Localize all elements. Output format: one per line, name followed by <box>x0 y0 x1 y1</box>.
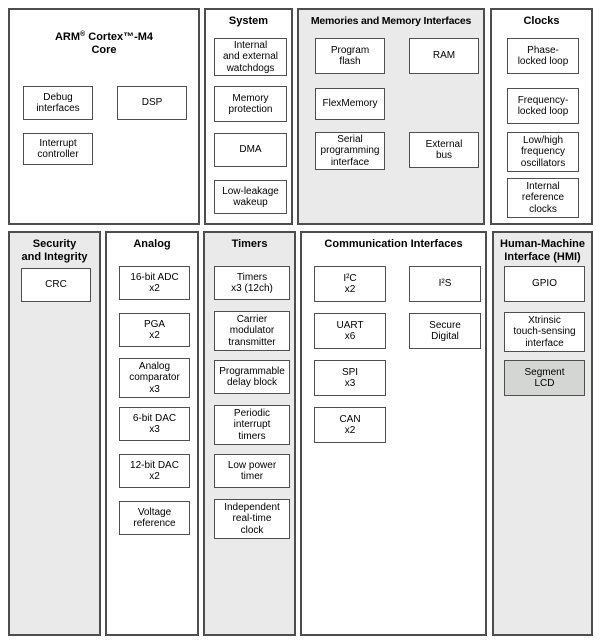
block-serial-programming-interface: Serial programming interface <box>315 132 385 170</box>
section-system: System Internal and external watchdogs M… <box>204 8 293 225</box>
block-crc: CRC <box>21 268 91 302</box>
communication-title: Communication Interfaces <box>324 238 463 250</box>
section-timers: Timers Timers x3 (12ch) Carrier modulato… <box>203 231 296 636</box>
section-arm-core: ARM® Cortex™-M4 Core Debug interfaces DS… <box>8 8 200 225</box>
block-external-bus: External bus <box>409 132 479 168</box>
block-watchdogs: Internal and external watchdogs <box>214 38 287 76</box>
hmi-title: Human-Machine Interface (HMI) <box>500 238 585 263</box>
block-6bit-dac: 6-bit DAC x3 <box>119 407 190 441</box>
clocks-title: Clocks <box>523 15 560 27</box>
block-can: CAN x2 <box>314 407 386 443</box>
block-periodic-interrupt-timers: Periodic interrupt timers <box>214 405 290 445</box>
block-independent-rtc: Independent real-time clock <box>214 499 290 539</box>
arm-core-title-text: ARM <box>54 31 81 43</box>
timers-title: Timers <box>231 238 268 250</box>
block-internal-reference-clocks: Internal reference clocks <box>507 178 579 218</box>
block-analog-comparator: Analog comparator x3 <box>119 358 190 398</box>
block-phase-locked-loop: Phase- locked loop <box>507 38 579 74</box>
block-programmable-delay-block: Programmable delay block <box>214 360 290 394</box>
block-xtrinsic-touch-sensing: Xtrinsic touch-sensing interface <box>504 312 585 352</box>
system-title: System <box>228 15 269 27</box>
section-communication: Communication Interfaces I²C x2 I²S UART… <box>300 231 487 636</box>
block-voltage-reference: Voltage reference <box>119 501 190 535</box>
block-16bit-adc: 16-bit ADC x2 <box>119 266 190 300</box>
section-hmi: Human-Machine Interface (HMI) GPIO Xtrin… <box>492 231 593 636</box>
block-low-power-timer: Low power timer <box>214 454 290 488</box>
block-program-flash: Program flash <box>315 38 385 74</box>
block-timers: Timers x3 (12ch) <box>214 266 290 300</box>
block-flexmemory: FlexMemory <box>315 88 385 120</box>
block-dma: DMA <box>214 133 287 167</box>
block-ram: RAM <box>409 38 479 74</box>
block-secure-digital: Secure Digital <box>409 313 481 349</box>
block-gpio: GPIO <box>504 266 585 302</box>
block-frequency-locked-loop: Frequency- locked loop <box>507 88 579 124</box>
block-i2s: I²S <box>409 266 481 302</box>
block-pga: PGA x2 <box>119 313 190 347</box>
block-debug-interfaces: Debug interfaces <box>23 86 93 120</box>
block-interrupt-controller: Interrupt controller <box>23 133 93 165</box>
block-memory-protection: Memory protection <box>214 86 287 122</box>
block-segment-lcd: Segment LCD <box>504 360 585 396</box>
arm-core-title-rest: Cortex™-M4 <box>85 31 154 43</box>
arm-core-title-line2: Core <box>91 44 117 56</box>
block-12bit-dac: 12-bit DAC x2 <box>119 454 190 488</box>
section-memories: Memories and Memory Interfaces Program f… <box>297 8 485 225</box>
analog-title: Analog <box>133 238 171 250</box>
block-oscillators: Low/high frequency oscillators <box>507 132 579 172</box>
block-carrier-modulator-transmitter: Carrier modulator transmitter <box>214 311 290 351</box>
arm-core-title: ARM® Cortex™-M4 Core <box>10 10 198 70</box>
section-security: Security and Integrity CRC <box>8 231 101 636</box>
block-spi: SPI x3 <box>314 360 386 396</box>
registered-trademark-symbol: ® <box>80 31 86 38</box>
section-analog: Analog 16-bit ADC x2 PGA x2 Analog compa… <box>105 231 199 636</box>
block-low-leakage-wakeup: Low-leakage wakeup <box>214 180 287 214</box>
security-title: Security and Integrity <box>21 238 88 263</box>
block-uart: UART x6 <box>314 313 386 349</box>
section-clocks: Clocks Phase- locked loop Frequency- loc… <box>490 8 593 225</box>
memories-title: Memories and Memory Interfaces <box>310 15 472 27</box>
block-dsp: DSP <box>117 86 187 120</box>
block-i2c: I²C x2 <box>314 266 386 302</box>
